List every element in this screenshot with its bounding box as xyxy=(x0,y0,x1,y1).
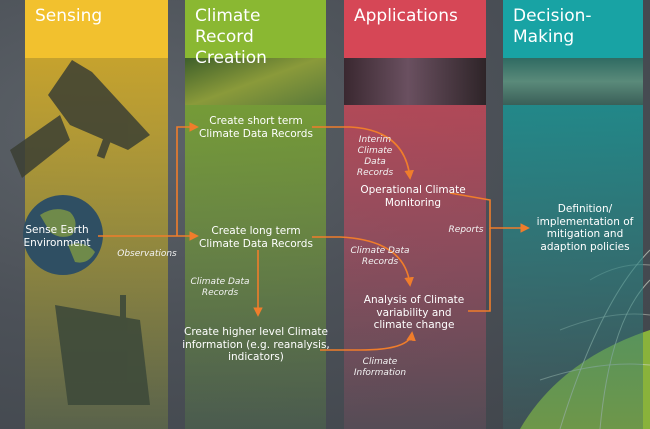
arrow-sense-to-shortterm xyxy=(176,122,199,236)
column-title: Sensing xyxy=(35,6,103,26)
label-observations: Observations xyxy=(117,249,177,259)
node-operational-monitoring: Operational Climate Monitoring xyxy=(360,184,466,209)
column-title: Decision-Making xyxy=(513,6,592,47)
column-body xyxy=(185,58,326,429)
column-body xyxy=(503,58,643,429)
column-header: Climate Record Creation xyxy=(185,0,326,68)
control-room-image xyxy=(344,58,486,105)
assembly-hall-image xyxy=(503,58,643,105)
node-analysis: Analysis of Climate variability and clim… xyxy=(363,294,465,331)
arrow-monitoring-to-policies xyxy=(449,192,530,233)
label-reports: Reports xyxy=(448,225,484,235)
arrow-longterm-to-analysis xyxy=(312,236,414,287)
arrow-shortterm-to-monitoring xyxy=(312,126,414,180)
node-policies: Definition/ implementation of mitigation… xyxy=(536,203,634,253)
climate-graph-image xyxy=(185,58,326,105)
satellite-icon xyxy=(10,60,150,178)
label-climate-info: Climate Information xyxy=(353,357,407,378)
label-interim-cdr: Interim Climate Data Records xyxy=(356,135,394,178)
label-cdr-down: Climate Data Records xyxy=(190,277,250,298)
column-header: Sensing xyxy=(25,0,168,58)
node-short-term-cdr: Create short term Climate Data Records xyxy=(199,115,313,140)
column-body xyxy=(344,58,486,429)
column-climate-record: Climate Record Creation xyxy=(185,0,326,429)
column-title: Applications xyxy=(354,6,458,26)
satellite-icon xyxy=(55,295,150,405)
node-long-term-cdr: Create long term Climate Data Records xyxy=(199,225,313,250)
label-cdr-right: Climate Data Records xyxy=(350,246,410,267)
column-applications: Applications xyxy=(344,0,486,429)
column-title: Climate Record Creation xyxy=(195,6,267,68)
arrow-analysis-to-policies xyxy=(468,228,491,312)
column-header: Applications xyxy=(344,0,486,58)
node-sense-earth: Sense Earth Environment xyxy=(23,224,91,249)
earth-icon xyxy=(23,195,103,275)
column-decision-making: Decision-Making xyxy=(503,0,643,429)
arrow-higher-to-analysis xyxy=(320,331,416,351)
node-higher-level-info: Create higher level Climate information … xyxy=(182,326,330,363)
column-header: Decision-Making xyxy=(503,0,643,58)
